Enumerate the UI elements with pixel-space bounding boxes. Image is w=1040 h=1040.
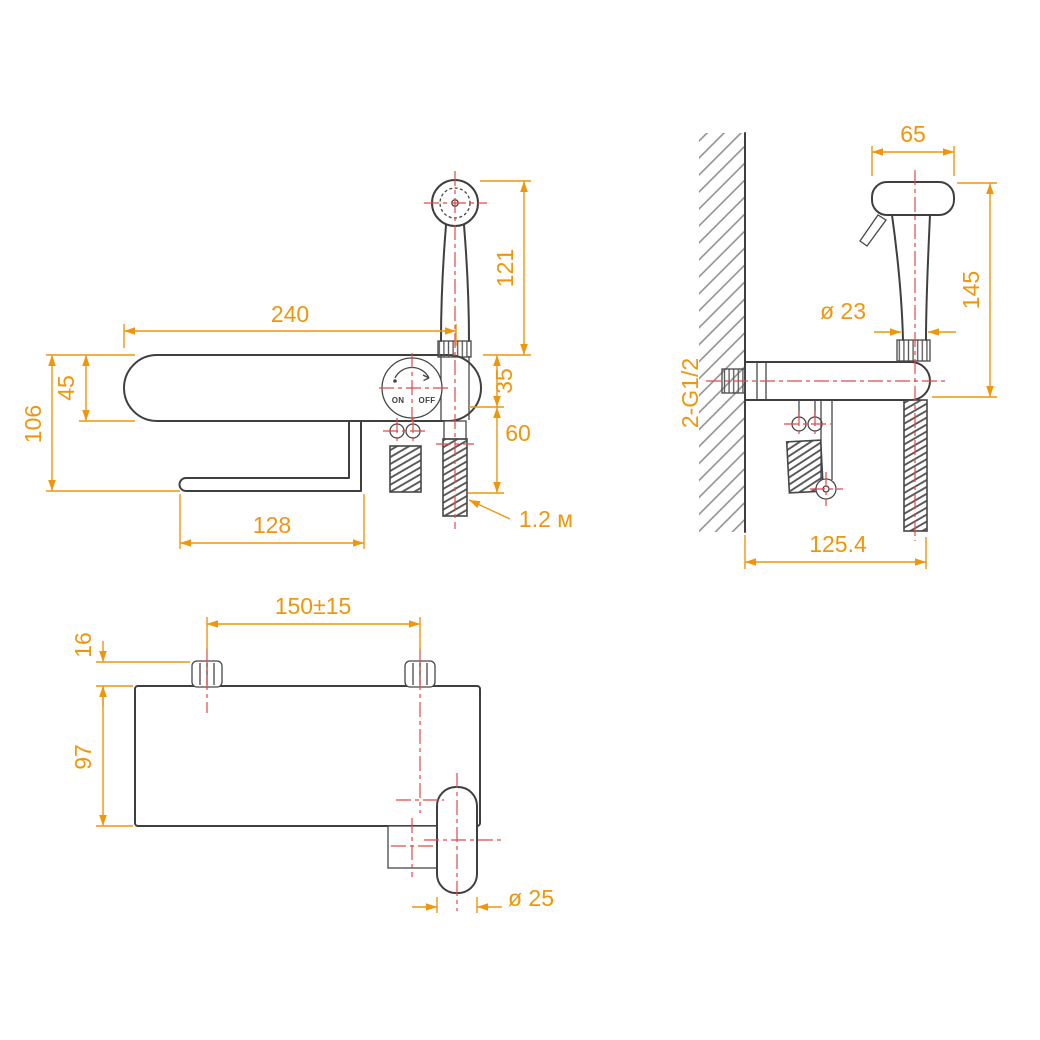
thread-spec-note: 2-G1/2 — [677, 358, 703, 428]
dim-front-holder-width: 128 — [179, 494, 365, 549]
dim-label-121: 121 — [492, 249, 518, 287]
outlet-spring-side — [785, 439, 825, 494]
dim-label-65: 65 — [900, 121, 926, 147]
dim-label-125-4: 125.4 — [809, 531, 867, 557]
outlet-fitting-front — [389, 423, 422, 493]
dial-on-label: ON — [392, 396, 405, 405]
sprayer-head-side — [871, 181, 955, 216]
top-centerlines — [206, 648, 501, 911]
dim-side-head-width: 65 — [871, 121, 955, 176]
dim-front-sprayer-height: 121 — [480, 180, 531, 356]
dim-label-60: 60 — [505, 420, 531, 446]
side-view: 65 145 ø 23 2-G1/2 125.4 — [677, 121, 997, 569]
dim-label-hose-length: 1.2 м — [519, 506, 573, 532]
dim-top-mount-spacing: 150±15 — [206, 593, 421, 650]
dim-side-depth: 125.4 — [744, 531, 927, 569]
wall-hatching — [699, 133, 745, 532]
dim-front-total-height: 106 — [20, 355, 180, 492]
hose-length-note: 1.2 м — [468, 499, 573, 532]
dim-label-45: 45 — [53, 375, 79, 401]
dim-label-thread: 2-G1/2 — [677, 358, 703, 428]
outlet-spring-front — [389, 445, 422, 493]
top-body — [134, 685, 481, 827]
dim-label-145: 145 — [958, 271, 984, 309]
dim-label-16: 16 — [70, 632, 96, 658]
dim-top-body-depth: 97 — [70, 686, 133, 827]
sprayer-knurl-side — [896, 339, 931, 362]
dim-label-106: 106 — [20, 405, 46, 443]
top-view: 150±15 16 97 ø 25 — [70, 593, 554, 913]
front-view: ON OFF 240 — [20, 171, 573, 549]
dim-side-height: 145 — [932, 182, 997, 398]
dim-front-body-height: 45 — [46, 354, 135, 422]
sprayer-side — [859, 181, 955, 362]
wall-section — [699, 132, 746, 533]
dim-label-240: 240 — [271, 301, 309, 327]
dim-label-d23: ø 23 — [820, 298, 866, 324]
dim-label-97: 97 — [70, 744, 96, 770]
front-centerlines — [379, 171, 487, 529]
dim-label-128: 128 — [253, 512, 291, 538]
dim-front-upper-offset: 35 — [469, 355, 517, 408]
sprayer-trigger — [859, 214, 887, 247]
dim-front-lower-offset: 60 — [468, 407, 531, 494]
dim-label-35: 35 — [491, 368, 517, 394]
outlet-fitting-side — [785, 400, 825, 494]
dim-label-150: 150±15 — [275, 593, 352, 619]
paper-holder-front — [178, 420, 362, 492]
dial-off-label: OFF — [419, 396, 436, 405]
dim-label-d25: ø 25 — [508, 885, 554, 911]
side-centerlines — [706, 170, 947, 541]
dim-side-handle-diameter: ø 23 — [820, 298, 956, 336]
dim-top-outlet-diameter: ø 25 — [412, 885, 554, 913]
dim-front-width: 240 — [123, 301, 457, 348]
